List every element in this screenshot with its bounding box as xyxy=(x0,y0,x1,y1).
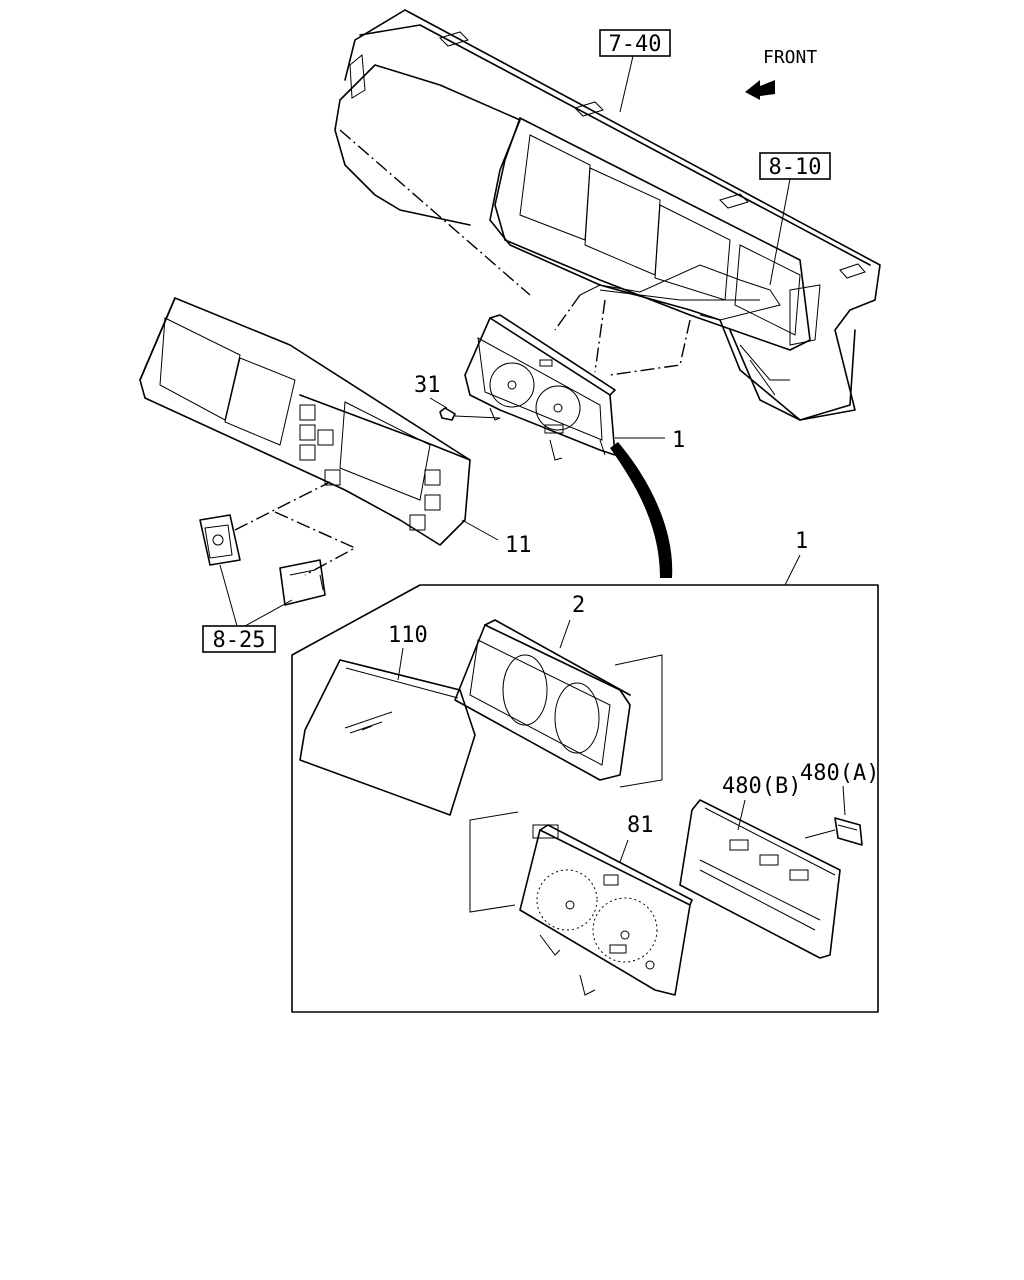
front-arrow-icon xyxy=(745,80,775,100)
instrument-cluster-assembly xyxy=(464,314,616,461)
label-part-1-top: 1 xyxy=(615,428,685,453)
dash-switch-leader-2 xyxy=(274,511,357,576)
svg-text:2: 2 xyxy=(572,593,585,618)
svg-text:480(B): 480(B) xyxy=(722,774,801,799)
bulb-480a xyxy=(804,817,863,846)
label-part-2: 2 xyxy=(559,593,585,649)
ref-7-40: 7-40 xyxy=(599,29,671,113)
cluster-bezel xyxy=(139,297,471,546)
svg-text:FRONT: FRONT xyxy=(763,47,817,68)
ref-8-25: 8-25 xyxy=(202,564,293,653)
dashboard-panel xyxy=(334,9,881,421)
svg-text:81: 81 xyxy=(627,813,654,838)
dash-leader-cluster-right2 xyxy=(609,319,691,376)
exploded-group-frame xyxy=(291,584,879,1013)
label-part-110: 110 xyxy=(388,623,428,681)
svg-text:480(A): 480(A) xyxy=(800,761,879,786)
dial-81 xyxy=(519,824,693,996)
label-part-11: 11 xyxy=(461,519,532,558)
svg-text:8-10: 8-10 xyxy=(769,155,822,180)
circuit-board-480b xyxy=(679,799,841,959)
lens-110 xyxy=(299,659,476,816)
label-part-81: 81 xyxy=(619,813,654,863)
switch-right xyxy=(279,559,326,606)
label-part-480a: 480(A) xyxy=(800,761,879,816)
ref-8-10: 8-10 xyxy=(759,152,831,286)
svg-text:31: 31 xyxy=(414,373,441,398)
dash-leader-dashboard xyxy=(339,129,531,296)
svg-text:8-25: 8-25 xyxy=(213,628,266,653)
label-part-1-group: 1 xyxy=(784,529,808,586)
svg-text:7-40: 7-40 xyxy=(609,32,662,57)
switch-left xyxy=(199,514,241,566)
front-indicator: FRONT xyxy=(745,47,817,100)
svg-text:11: 11 xyxy=(505,533,532,558)
curved-arrow-icon xyxy=(610,442,673,578)
case-bracket-line xyxy=(614,654,663,788)
dash-leader-cluster-left xyxy=(554,294,581,331)
svg-text:1: 1 xyxy=(795,529,808,554)
label-part-480b: 480(B) xyxy=(722,774,801,831)
dash-switch-leader xyxy=(234,481,331,531)
screw-31: 31 xyxy=(414,373,501,421)
dash-leader-cluster-right xyxy=(594,299,606,373)
svg-text:110: 110 xyxy=(388,623,428,648)
dial-bracket-line xyxy=(469,811,519,913)
case-2 xyxy=(454,619,631,781)
svg-text:1: 1 xyxy=(672,428,685,453)
